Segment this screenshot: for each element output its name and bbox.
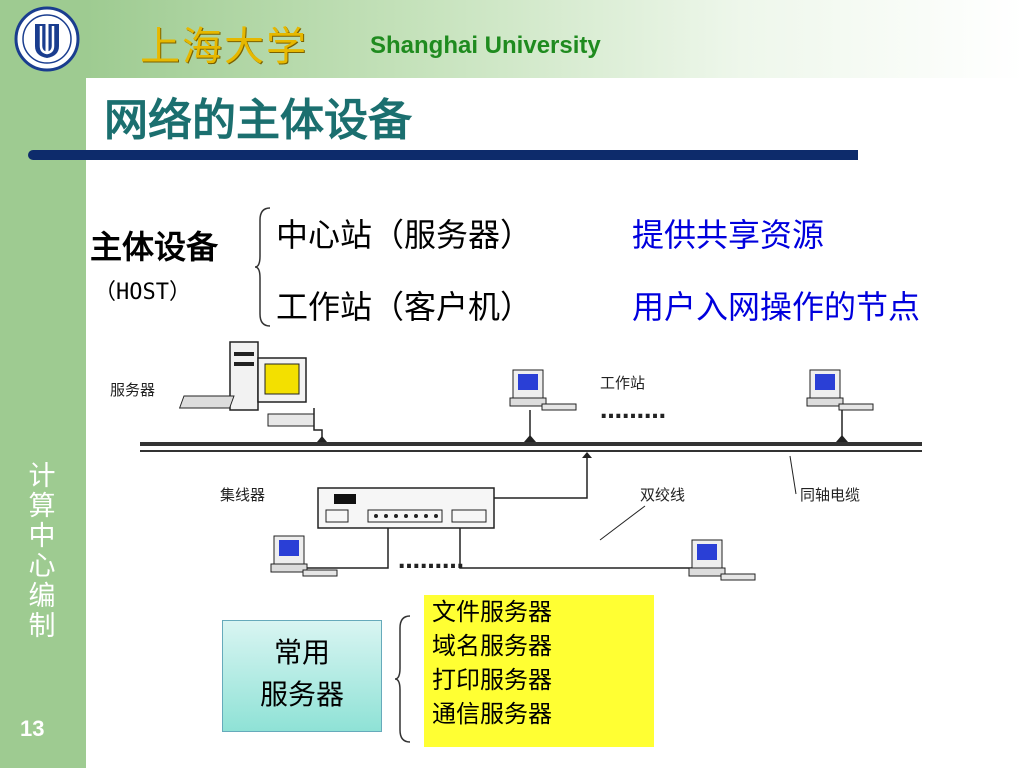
sidebar-char: 计 [28, 461, 56, 492]
server-type-item: 打印服务器 [432, 666, 552, 694]
host-row-item: 工作站（客户机） [276, 288, 533, 326]
sidebar-char: 制 [28, 611, 56, 642]
sidebar-vertical-text: 计 算 中 心 编 制 [22, 462, 62, 642]
server-computer-icon [178, 341, 323, 442]
network-diagram: 工作站 ……… 服务器 集线器 双绞线 同轴电缆 ……… [110, 341, 922, 581]
coax-bus-line [140, 442, 922, 446]
coax-cable-label: 同轴电缆 [800, 486, 860, 504]
sidebar-char: 编 [28, 581, 56, 612]
host-sublabel: （HOST） [94, 280, 191, 305]
twisted-pair-label: 双绞线 [640, 486, 685, 504]
header-band [86, 0, 1024, 78]
server-type-item: 文件服务器 [432, 598, 552, 626]
university-name-en: Shanghai University [370, 32, 601, 59]
server-type-item: 通信服务器 [432, 700, 552, 728]
dots-ellipsis: ……… [600, 399, 666, 424]
workstation-icon [509, 369, 577, 442]
host-brace-icon [254, 207, 271, 327]
common-servers-box: 常用 服务器 [222, 620, 382, 732]
server-type-item: 域名服务器 [432, 632, 552, 660]
host-label: 主体设备 [90, 228, 219, 266]
host-row-desc: 提供共享资源 [632, 216, 825, 254]
server-types-list: 文件服务器 域名服务器 打印服务器 通信服务器 [424, 595, 654, 747]
hub-device-icon [317, 487, 495, 529]
servers-brace-icon [394, 615, 411, 743]
page-number: 13 [20, 716, 45, 741]
university-logo-icon [14, 6, 80, 72]
sidebar-char: 算 [28, 491, 56, 522]
host-row-desc: 用户入网操作的节点 [632, 288, 921, 326]
workstation-label: 工作站 [600, 374, 645, 392]
sidebar-char: 中 [28, 521, 56, 552]
sidebar [0, 0, 86, 768]
title-underline-bar [28, 150, 858, 160]
sidebar-char: 心 [28, 551, 56, 582]
server-label: 服务器 [110, 381, 155, 399]
university-name-cn: 上海大学 [140, 24, 308, 70]
workstation-icon [806, 369, 874, 442]
common-servers-line2: 服务器 [259, 678, 344, 711]
page-title: 网络的主体设备 [104, 95, 412, 146]
hub-label: 集线器 [220, 486, 265, 504]
common-servers-line1: 常用 [273, 636, 330, 669]
host-row-item: 中心站（服务器） [276, 216, 533, 254]
workstation-icon [688, 539, 756, 581]
workstation-icon [270, 535, 338, 577]
dots-ellipsis: ……… [398, 549, 464, 574]
